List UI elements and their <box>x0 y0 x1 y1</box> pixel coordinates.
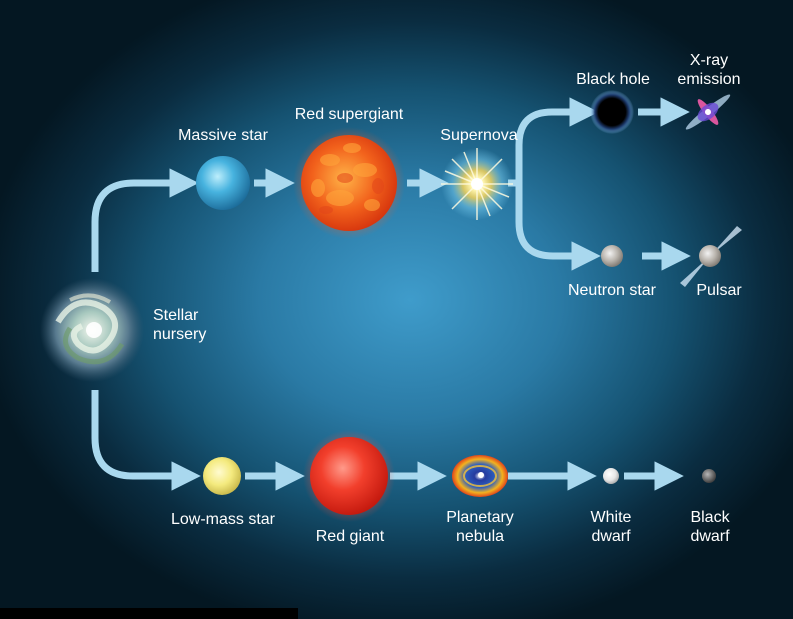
supernova-burst-icon <box>441 148 513 220</box>
label-white-dwarf-line2: dwarf <box>591 528 631 545</box>
label-stellar-nursery: Stellar nursery <box>153 306 206 344</box>
blue-star-icon <box>196 156 250 210</box>
label-planetary-nebula-line2: nebula <box>455 528 505 545</box>
label-black-dwarf-line2: dwarf <box>690 528 730 545</box>
arrow-supernova-to-blackhole <box>508 97 599 187</box>
label-xray-line1: X-ray <box>689 52 729 69</box>
neutron-star-icon <box>601 245 623 267</box>
label-massive-star: Massive star <box>178 127 268 144</box>
nebula-swirl-icon <box>40 278 144 382</box>
label-black-hole: Black hole <box>576 71 650 88</box>
black-hole-icon <box>590 90 634 134</box>
connector-arrows <box>91 97 691 491</box>
label-planetary-nebula: Planetary nebula <box>431 508 529 546</box>
label-xray-emission: X-ray emission <box>664 51 754 89</box>
red-supergiant-icon <box>293 127 405 239</box>
red-giant-icon <box>303 430 395 522</box>
label-stellar-nursery-line2: nursery <box>153 326 207 343</box>
label-xray-line2: emission <box>677 71 741 88</box>
arrow-supernova-to-neutron <box>515 183 601 271</box>
label-white-dwarf: White dwarf <box>575 508 647 546</box>
label-low-mass-star: Low-mass star <box>170 511 276 528</box>
arrow-nursery-to-lowmass <box>91 390 201 491</box>
black-dwarf-icon <box>702 469 716 483</box>
pulsar-beam-icon <box>680 226 742 287</box>
label-planetary-nebula-line1: Planetary <box>446 509 514 526</box>
label-supernova: Supernova <box>440 127 518 144</box>
label-neutron-star: Neutron star <box>567 282 657 299</box>
label-pulsar: Pulsar <box>696 282 742 299</box>
label-red-supergiant: Red supergiant <box>294 106 404 123</box>
arrow-nursery-to-massive <box>91 168 199 272</box>
label-black-dwarf: Black dwarf <box>674 508 746 546</box>
label-white-dwarf-line1: White <box>590 509 632 526</box>
white-dwarf-icon <box>603 468 619 484</box>
label-red-giant: Red giant <box>315 528 385 545</box>
label-stellar-nursery-line1: Stellar <box>153 307 199 324</box>
yellow-star-icon <box>203 457 241 495</box>
bottom-edge-bar <box>0 608 298 619</box>
planetary-nebula-icon <box>452 455 508 497</box>
label-black-dwarf-line1: Black <box>690 509 730 526</box>
xray-jet-icon <box>685 94 731 130</box>
